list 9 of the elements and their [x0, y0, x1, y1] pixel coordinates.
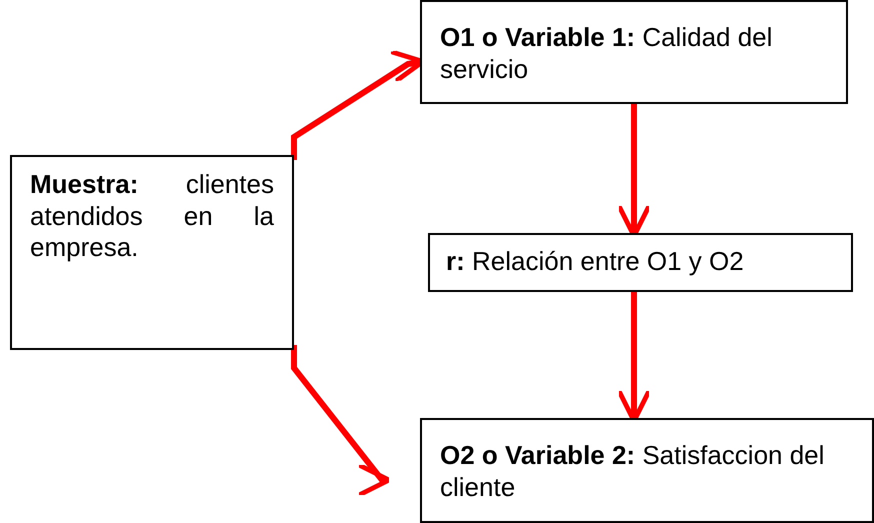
- text-box: [420, 0, 848, 104]
- box-text: Muestra: clientes atendidos en la empresa.: [30, 169, 274, 264]
- arrow: [291, 345, 392, 498]
- text-box: [10, 155, 294, 350]
- text-box: [428, 233, 853, 292]
- box-text: O1 o Variable 1: Calidad del servicio: [440, 22, 774, 86]
- box-text: r: Relación entre O1 y O2: [446, 246, 745, 278]
- box-text: O2 o Variable 2: Satisfaccion del cliente: [440, 440, 826, 504]
- text-box: [420, 418, 874, 523]
